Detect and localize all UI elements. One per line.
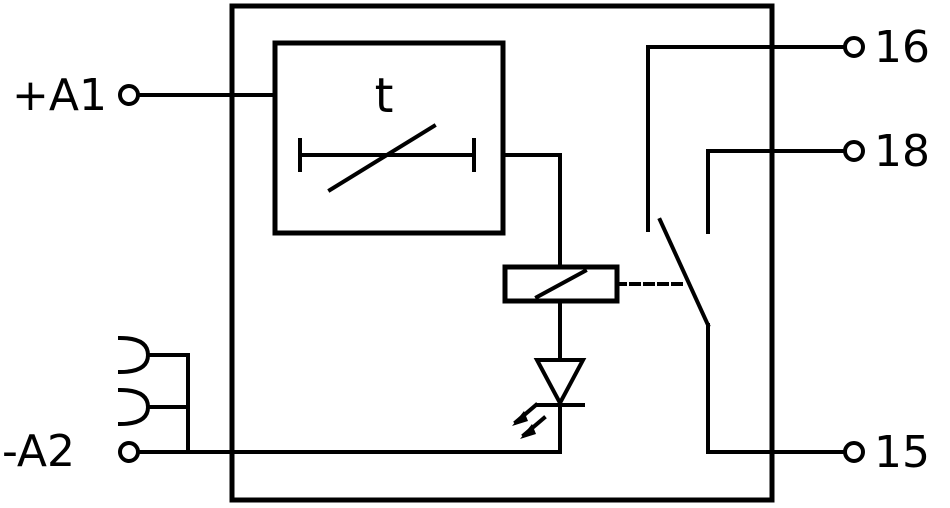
coil-slash <box>534 268 588 300</box>
terminal-15 <box>843 441 865 463</box>
relay-housing <box>229 3 775 503</box>
terminal-label-16: 16 <box>874 22 930 73</box>
terminal-a1 <box>118 84 140 106</box>
terminal-18 <box>843 140 865 162</box>
changeover-contact <box>646 45 847 454</box>
timer-symbol-label: t <box>375 68 394 124</box>
terminal-label-minus-a2: -A2 <box>2 426 75 477</box>
wire-timer-to-coil <box>501 153 562 269</box>
terminal-label-18: 18 <box>874 126 930 177</box>
timer-block <box>272 40 506 236</box>
led-indicator <box>512 358 587 454</box>
terminal-label-15: 15 <box>874 427 930 478</box>
bridge-link-symbol <box>117 335 190 454</box>
terminal-16 <box>843 36 865 58</box>
terminal-label-plus-a1: +A1 <box>12 70 107 121</box>
time-adjust-symbol <box>298 123 476 193</box>
terminal-a2 <box>118 441 140 463</box>
